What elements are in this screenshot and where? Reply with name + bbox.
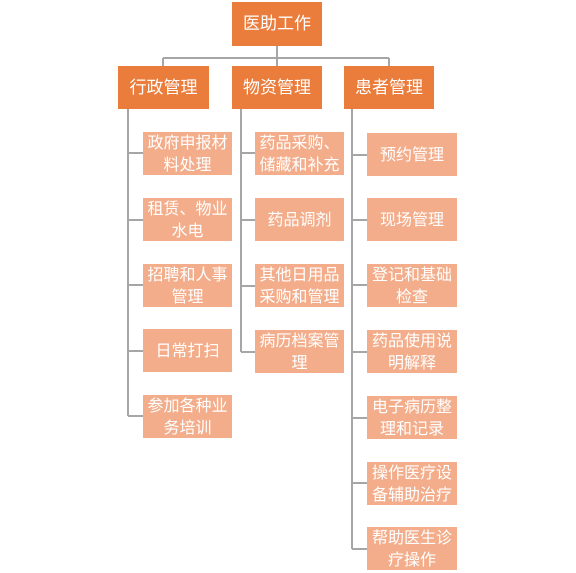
task-node-3-2: 现场管理 — [367, 198, 457, 241]
task-node-3-6: 操作医疗设备辅助治疗 — [367, 462, 457, 505]
task-node-3-5: 电子病历整理和记录 — [367, 396, 457, 439]
task-node-3-1: 预约管理 — [367, 133, 457, 176]
task-node-2-2: 药品调剂 — [255, 198, 344, 241]
task-node-1-4: 日常打扫 — [143, 329, 232, 372]
dept-node-1: 行政管理 — [118, 66, 209, 109]
task-node-2-3: 其他日用品采购和管理 — [255, 264, 344, 307]
task-node-2-4: 病历档案管理 — [255, 330, 344, 373]
task-node-1-2: 租赁、物业水电 — [143, 198, 232, 241]
task-node-3-4: 药品使用说明解释 — [367, 330, 457, 373]
task-node-3-3: 登记和基础检查 — [367, 264, 457, 307]
task-node-1-3: 招聘和人事管理 — [143, 264, 232, 307]
task-node-1-1: 政府申报材料处理 — [143, 132, 232, 175]
task-node-1-5: 参加各种业务培训 — [143, 395, 232, 438]
root-node: 医助工作 — [232, 2, 322, 46]
task-node-2-1: 药品采购、储藏和补充 — [255, 132, 344, 175]
dept-node-3: 患者管理 — [344, 66, 434, 109]
task-node-3-7: 帮助医生诊疗操作 — [367, 527, 457, 570]
dept-node-2: 物资管理 — [232, 66, 322, 109]
